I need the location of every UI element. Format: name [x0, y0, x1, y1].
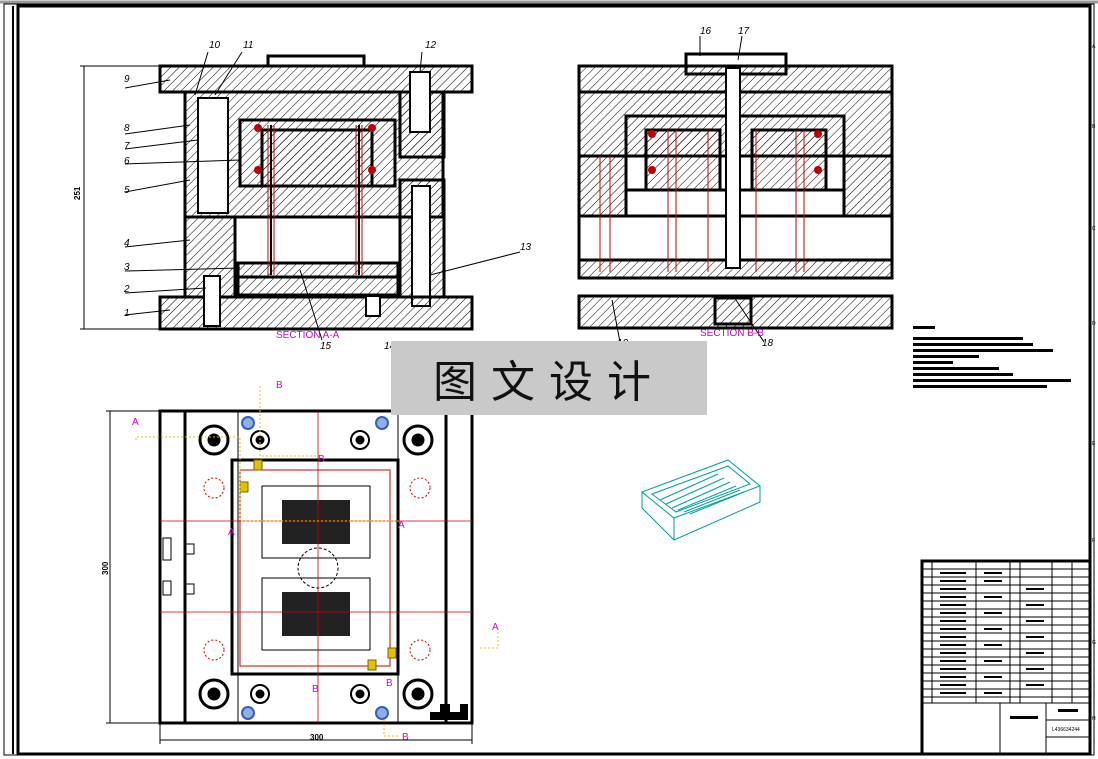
section-marker: A — [132, 417, 139, 428]
part-label: 18 — [762, 338, 774, 349]
zone-letter: H — [1092, 716, 1096, 722]
cap-screws — [241, 416, 389, 720]
section-marker: B — [318, 454, 325, 465]
core-b-right — [750, 128, 828, 192]
sprue-17 — [725, 67, 741, 269]
part-label: 16 — [700, 26, 712, 37]
guide-pin-13 — [411, 185, 431, 307]
cavity-1-detail — [282, 500, 350, 544]
return-pins — [203, 477, 431, 661]
part-label: 6 — [124, 156, 130, 167]
drawing-number: L436634244 — [1052, 727, 1080, 733]
ejector-plate — [236, 275, 400, 297]
section-marker: A — [228, 527, 235, 538]
part-label: 15 — [320, 341, 332, 352]
screw-14 — [365, 295, 381, 317]
section-marker: B — [386, 678, 393, 689]
knockout-hole — [713, 296, 753, 326]
zone-letter: C — [1092, 226, 1096, 232]
side-connectors — [162, 537, 195, 596]
cavity-2 — [261, 577, 371, 651]
section-marker: B — [276, 380, 283, 391]
section-a-a-view: 251 10 11 12 9 8 7 6 5 4 3 2 1 13 — [73, 40, 532, 352]
title-block: L436634244 — [920, 559, 1092, 756]
part-label: 12 — [425, 40, 437, 51]
section-marker: A — [398, 520, 405, 531]
plate-b-right — [842, 154, 894, 218]
yellow-markers — [239, 459, 397, 671]
part-label: 17 — [738, 26, 750, 37]
dimension-height: 251 — [73, 186, 82, 200]
plan-outline — [158, 409, 474, 725]
zone-letter: D — [1092, 321, 1096, 327]
part-label: 5 — [124, 185, 130, 196]
core-insert — [260, 128, 374, 188]
part-label: 11 — [243, 40, 253, 51]
zone-letter: F — [1092, 538, 1095, 544]
section-marker: B — [312, 684, 319, 695]
product-isometric — [641, 459, 761, 541]
part-label: 1 — [124, 308, 130, 319]
part-label: 14 — [384, 341, 396, 352]
part-leaders — [124, 51, 521, 341]
zone-letter: B — [1092, 124, 1096, 130]
plan-view: A B B A A A B B B 300 300 — [101, 380, 499, 744]
border-zone-letters: A B C D E F G H — [1092, 44, 1096, 722]
part-label: 10 — [209, 40, 221, 51]
section-caption-b: SECTION B-B — [700, 328, 764, 339]
part-label: 7 — [124, 141, 130, 152]
inner-border — [16, 4, 1092, 756]
section-marker: A — [492, 622, 499, 633]
core-b-left — [644, 128, 722, 192]
part-label: 4 — [124, 238, 130, 249]
plate-b-left — [577, 154, 628, 218]
cavity-outline — [230, 458, 400, 676]
ejector-space — [233, 215, 402, 265]
part-label: 9 — [124, 74, 130, 85]
section-b-b-view: 16 17 10 18 SECTION B-B — [577, 26, 894, 349]
watermark-banner: 图文设计 — [391, 341, 707, 415]
dimension-plan-height: 300 — [101, 561, 110, 575]
part-label: 8 — [124, 123, 130, 134]
cavity-2-detail — [282, 592, 350, 636]
screw-2 — [203, 275, 221, 327]
part-label: 3 — [124, 262, 130, 273]
ejector-retainer-plate — [236, 261, 400, 279]
guide-bushing — [197, 97, 229, 214]
zone-letter: G — [1092, 640, 1096, 646]
cavity-1 — [261, 485, 371, 559]
section-marker: B — [402, 732, 409, 743]
zone-letter: E — [1092, 441, 1096, 447]
technical-notes — [913, 326, 1071, 388]
dimension-plan-width: 300 — [310, 733, 324, 742]
section-cut-lines — [135, 386, 499, 737]
section-caption-a: SECTION A-A — [276, 330, 340, 341]
screw-12 — [409, 71, 431, 133]
part-label: 13 — [520, 242, 532, 253]
part-label: 2 — [123, 284, 130, 295]
locating-ring — [266, 54, 366, 68]
parts-list-rows — [922, 561, 1090, 703]
parts-list-fill — [940, 572, 1044, 694]
zone-letter: A — [1092, 44, 1096, 50]
